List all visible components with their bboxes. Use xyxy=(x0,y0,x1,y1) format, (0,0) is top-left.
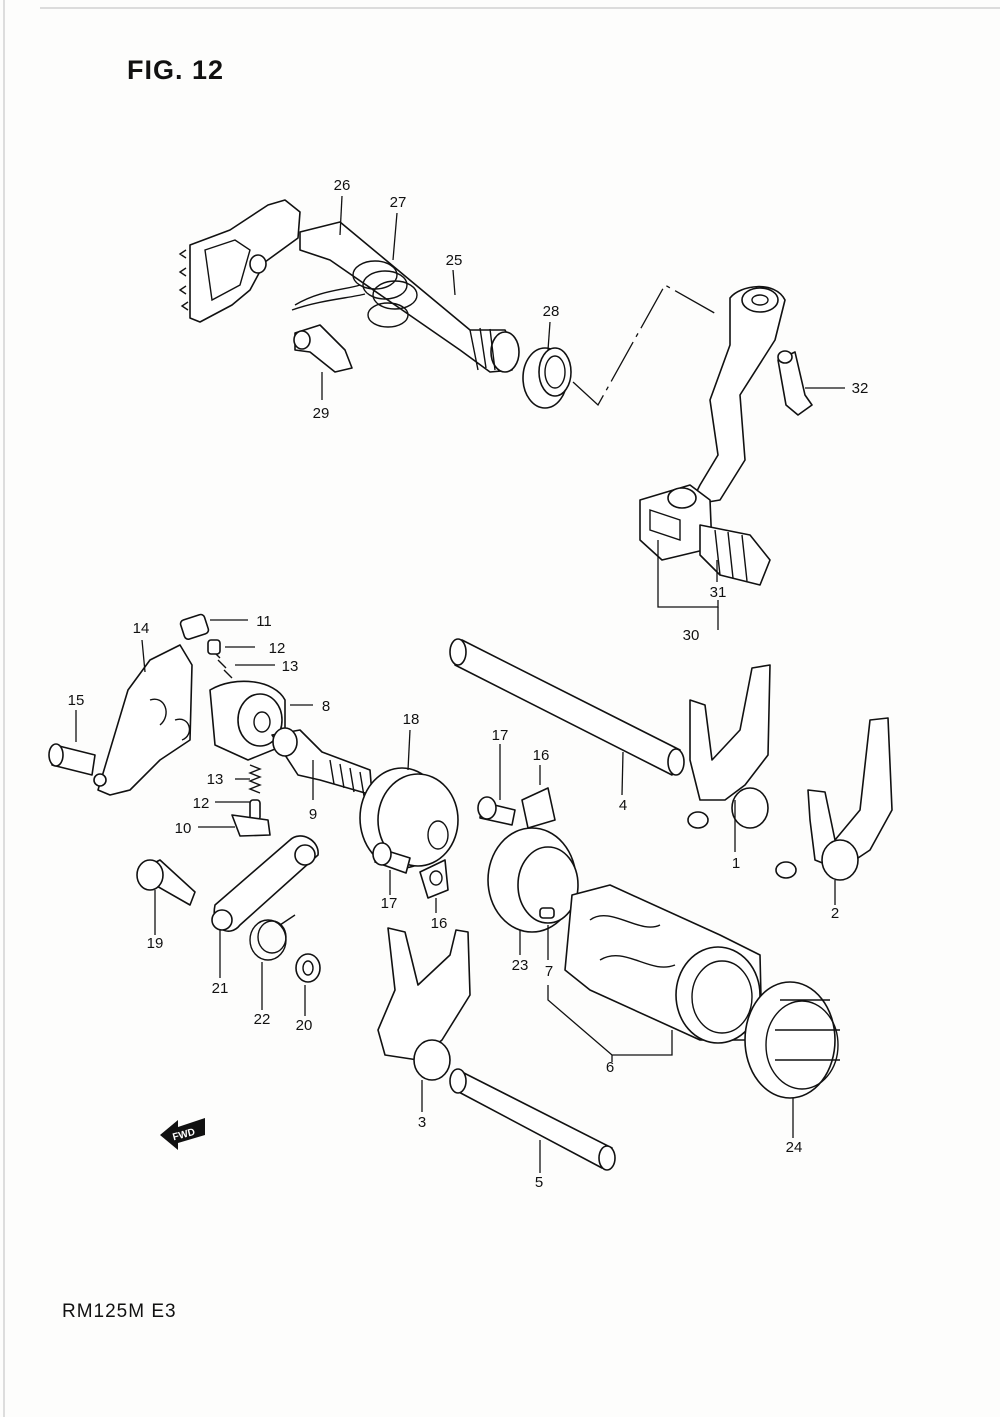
label-23: 23 xyxy=(512,957,529,974)
label-1: 1 xyxy=(732,855,740,872)
label-24: 24 xyxy=(786,1139,803,1156)
label-16-lower: 16 xyxy=(431,915,448,932)
bolt-32-part xyxy=(777,350,813,416)
label-26: 26 xyxy=(334,177,351,194)
label-19: 19 xyxy=(147,935,164,952)
washer-20-part xyxy=(295,953,321,983)
label-20: 20 xyxy=(296,1017,313,1034)
label-29: 29 xyxy=(313,405,330,422)
gear-shift-lever-part xyxy=(639,285,786,586)
model-code: RM125M E3 xyxy=(62,1301,177,1322)
bolt-19-part xyxy=(136,859,196,906)
label-25: 25 xyxy=(446,252,463,269)
label-8: 8 xyxy=(322,698,330,715)
gear-shift-shaft-part xyxy=(178,199,520,373)
shift-fork-3-part xyxy=(377,927,471,1081)
label-15: 15 xyxy=(68,692,85,709)
label-13-lower: 13 xyxy=(207,771,224,788)
part-number-labels: 26 27 25 28 29 32 31 30 11 14 12 13 8 15… xyxy=(68,177,869,1191)
forward-direction-arrow: FWD xyxy=(160,1118,205,1150)
pawl-set-8-part xyxy=(179,613,286,761)
label-18: 18 xyxy=(403,711,420,728)
label-2: 2 xyxy=(831,905,839,922)
gear-shift-cam-6-part xyxy=(539,884,763,1044)
label-7: 7 xyxy=(545,963,553,980)
label-30: 30 xyxy=(683,627,700,644)
label-21: 21 xyxy=(212,980,229,997)
shift-fork-2-part xyxy=(775,717,893,881)
label-17-lower: 17 xyxy=(381,895,398,912)
oil-seal-28-part xyxy=(522,347,572,409)
fork-shaft-5-part xyxy=(449,1068,616,1171)
label-13-upper: 13 xyxy=(282,658,299,675)
label-12-upper: 12 xyxy=(269,640,286,657)
label-32: 32 xyxy=(852,380,869,397)
label-14: 14 xyxy=(133,620,150,637)
label-11: 11 xyxy=(256,613,272,630)
label-16-upper: 16 xyxy=(533,747,550,764)
label-31: 31 xyxy=(710,584,727,601)
label-6: 6 xyxy=(606,1059,614,1076)
leader-lines xyxy=(75,195,845,1173)
fork-shaft-4-part xyxy=(449,638,685,776)
shaft-9-part xyxy=(271,727,373,797)
bearing-23-part xyxy=(487,827,579,933)
washer-16-part xyxy=(419,787,556,899)
screw-15-part xyxy=(48,743,96,776)
label-28: 28 xyxy=(543,303,560,320)
label-4: 4 xyxy=(619,797,627,814)
label-22: 22 xyxy=(254,1011,271,1028)
label-12-lower: 12 xyxy=(193,795,210,812)
springs-pins-10-12-13-part xyxy=(231,764,271,837)
shift-fork-1-part xyxy=(687,664,771,829)
label-27: 27 xyxy=(390,194,407,211)
label-5: 5 xyxy=(535,1174,543,1191)
stopper-plate-14-part xyxy=(93,644,193,796)
bolt-29-part xyxy=(293,324,353,373)
screw-17-part xyxy=(372,796,516,874)
figure-title: FIG. 12 xyxy=(127,55,225,85)
cam-guide-21-part xyxy=(211,835,319,932)
label-17-upper: 17 xyxy=(492,727,509,744)
spring-22-part xyxy=(249,914,296,961)
label-9: 9 xyxy=(309,806,317,823)
label-3: 3 xyxy=(418,1114,426,1131)
label-10: 10 xyxy=(175,820,192,837)
bearing-24-part xyxy=(744,981,840,1099)
